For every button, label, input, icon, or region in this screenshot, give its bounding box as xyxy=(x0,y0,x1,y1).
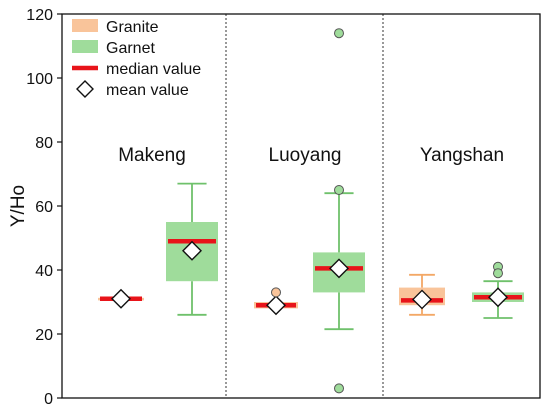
outlier-point xyxy=(334,383,344,394)
mean-marker xyxy=(182,240,202,261)
y-tick-label: 60 xyxy=(35,199,53,216)
legend-label: median value xyxy=(106,61,201,78)
box-makeng-garnet xyxy=(166,182,218,316)
box-makeng-granite xyxy=(98,288,144,309)
mean-marker xyxy=(412,289,432,310)
legend-swatch-garnet xyxy=(72,40,98,53)
group-label-yangshan: Yangshan xyxy=(420,145,504,166)
y-tick-label: 0 xyxy=(44,391,53,408)
y-axis-label: Y/Ho xyxy=(8,185,29,227)
y-tick-label: 100 xyxy=(26,71,53,88)
mean-marker xyxy=(266,295,286,316)
outlier-point xyxy=(493,268,503,279)
outlier-point xyxy=(334,185,344,195)
box-luoyang-granite xyxy=(254,287,298,316)
y-tick-label: 40 xyxy=(35,263,53,280)
mean-marker xyxy=(329,258,349,279)
legend-swatch-granite xyxy=(72,19,98,32)
legend-label: mean value xyxy=(106,82,189,99)
y-tick-label: 80 xyxy=(35,135,53,152)
mean-marker xyxy=(488,287,508,308)
y-tick-label: 20 xyxy=(35,327,53,344)
plot-frame xyxy=(61,13,541,399)
legend-label: Garnet xyxy=(106,40,155,57)
outlier-point xyxy=(334,28,344,39)
box-yangshan-garnet xyxy=(472,261,524,319)
box-luoyang-garnet xyxy=(313,28,365,394)
legend-swatch-mean xyxy=(76,80,94,98)
group-label-makeng: Makeng xyxy=(118,145,186,166)
outlier-point xyxy=(271,287,281,298)
y-tick-label: 120 xyxy=(26,7,53,24)
plot-area-background xyxy=(62,14,540,398)
legend-label: Granite xyxy=(106,19,159,36)
box-yangshan-granite xyxy=(399,273,445,316)
group-label-luoyang: Luoyang xyxy=(269,145,342,166)
mean-marker xyxy=(111,288,131,309)
